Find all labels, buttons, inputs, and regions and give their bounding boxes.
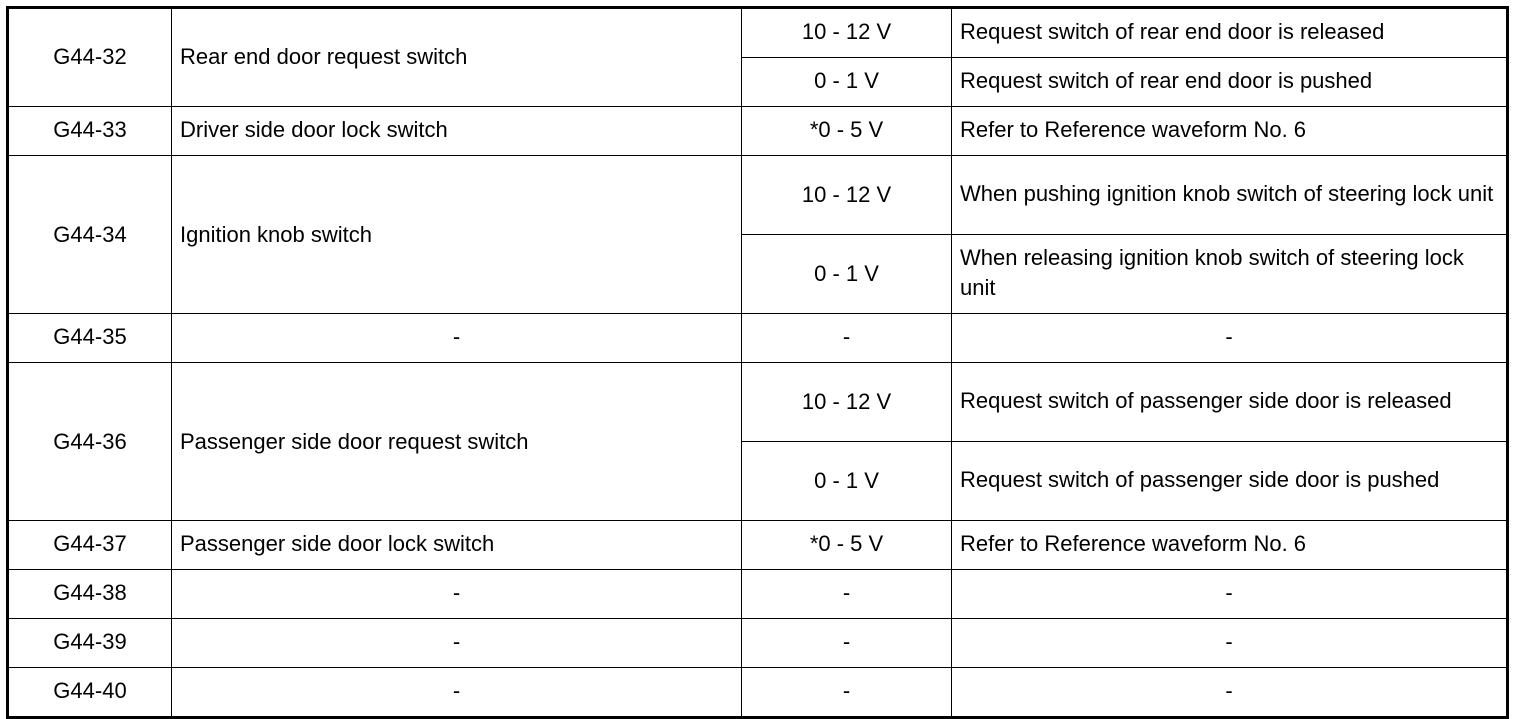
table-row: G44-32 Rear end door request switch 10 -… <box>7 7 1508 107</box>
terminal-cell: G44-36 <box>7 362 172 521</box>
table-row: G44-39 - - - <box>7 618 1508 668</box>
voltage-cell: 10 - 12 V <box>741 155 952 235</box>
condition-cell: Refer to Reference waveform No. 6 <box>951 520 1508 570</box>
description-cell: Rear end door request switch <box>171 7 742 107</box>
table-row: 0 - 1 V Request switch of passenger side… <box>8 441 1508 521</box>
description-cell: - <box>171 667 742 718</box>
description-cell: - <box>171 569 742 619</box>
condition-cell: - <box>951 313 1508 363</box>
voltage-cell: - <box>741 569 952 619</box>
description-cell: - <box>171 618 742 668</box>
terminal-table: G44-32 Rear end door request switch 10 -… <box>6 6 1509 719</box>
condition-cell: Refer to Reference waveform No. 6 <box>951 106 1508 156</box>
terminal-cell: G44-37 <box>7 520 172 570</box>
table-row: G44-34 Ignition knob switch 10 - 12 V Wh… <box>7 155 1508 314</box>
terminal-cell: G44-39 <box>7 618 172 668</box>
description-cell: Driver side door lock switch <box>171 106 742 156</box>
condition-cell: Request switch of rear end door is relea… <box>951 7 1508 58</box>
condition-cell: When pushing ignition knob switch of ste… <box>951 155 1508 235</box>
description-cell: Ignition knob switch <box>171 155 742 314</box>
condition-cell: - <box>951 569 1508 619</box>
condition-cell: - <box>951 667 1508 718</box>
table-row: G44-38 - - - <box>7 569 1508 619</box>
table-row: 0 - 1 V Request switch of rear end door … <box>8 57 1508 107</box>
condition-cell: Request switch of passenger side door is… <box>951 362 1508 442</box>
voltage-cell: *0 - 5 V <box>741 520 952 570</box>
voltage-cell: 10 - 12 V <box>741 7 952 58</box>
terminal-cell: G44-40 <box>7 667 172 718</box>
condition-cell: - <box>951 618 1508 668</box>
table-row: G44-35 - - - <box>7 313 1508 363</box>
terminal-cell: G44-32 <box>7 7 172 107</box>
terminal-cell: G44-34 <box>7 155 172 314</box>
description-cell: Passenger side door lock switch <box>171 520 742 570</box>
voltage-cell: *0 - 5 V <box>741 106 952 156</box>
condition-cell: Request switch of passenger side door is… <box>951 441 1508 521</box>
voltage-cell: - <box>741 618 952 668</box>
voltage-cell: 0 - 1 V <box>741 234 952 314</box>
description-cell: Passenger side door request switch <box>171 362 742 521</box>
table-row: G44-40 - - - <box>7 667 1508 718</box>
terminal-cell: G44-33 <box>7 106 172 156</box>
terminal-cell: G44-38 <box>7 569 172 619</box>
terminal-cell: G44-35 <box>7 313 172 363</box>
table-row: G44-36 Passenger side door request switc… <box>7 362 1508 521</box>
voltage-cell: 10 - 12 V <box>741 362 952 442</box>
voltage-cell: - <box>741 313 952 363</box>
table-row: G44-33 Driver side door lock switch *0 -… <box>7 106 1508 156</box>
voltage-cell: - <box>741 667 952 718</box>
condition-cell: Request switch of rear end door is pushe… <box>951 57 1508 107</box>
voltage-cell: 0 - 1 V <box>741 441 952 521</box>
voltage-cell: 0 - 1 V <box>741 57 952 107</box>
description-cell: - <box>171 313 742 363</box>
condition-cell: When releasing ignition knob switch of s… <box>951 234 1508 314</box>
table-row: G44-37 Passenger side door lock switch *… <box>7 520 1508 570</box>
